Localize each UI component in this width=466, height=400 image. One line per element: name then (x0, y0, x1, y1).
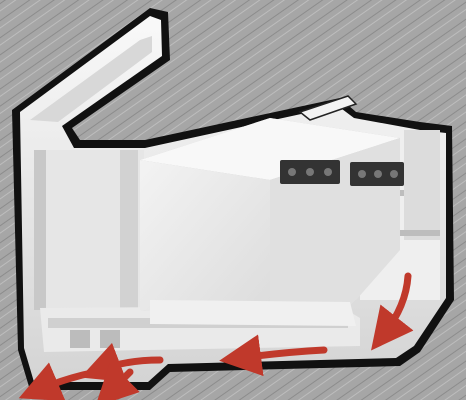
screw-plate-right (350, 162, 404, 186)
screw-plate-left (280, 160, 340, 184)
